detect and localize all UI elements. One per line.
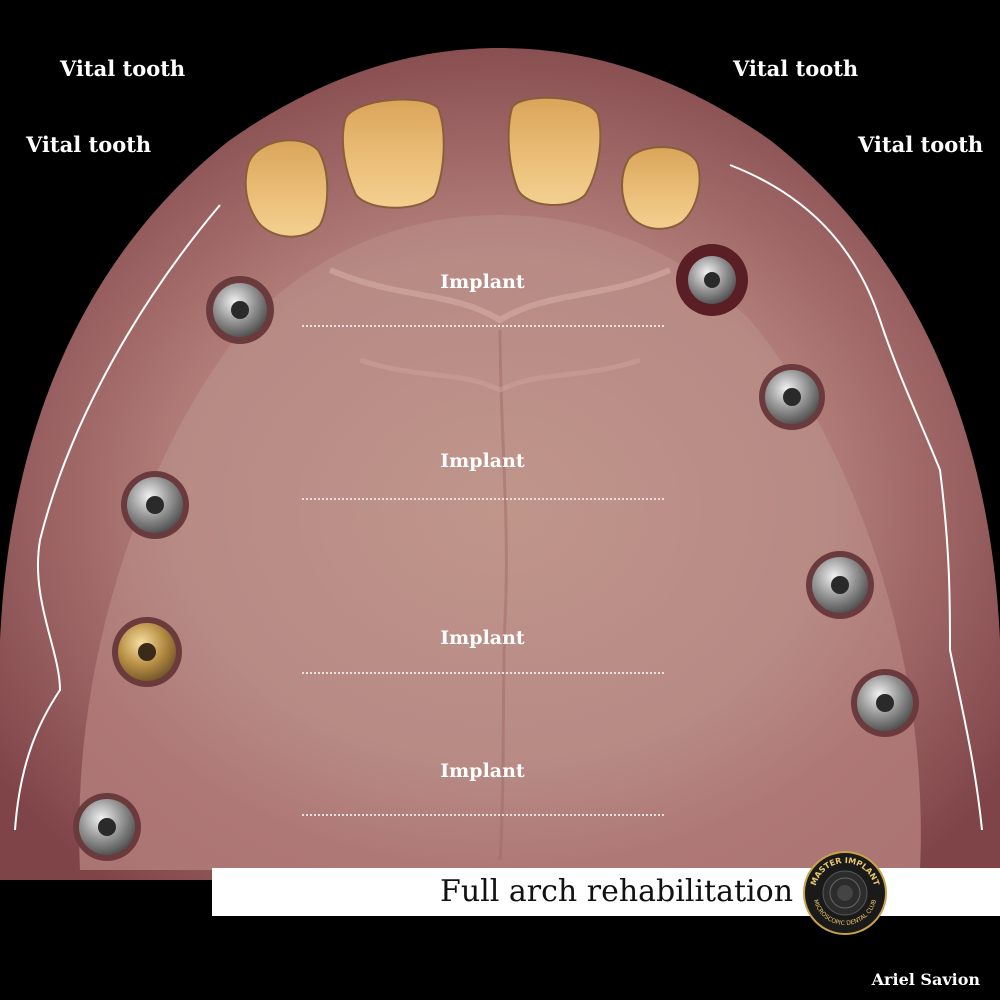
implant-abutment xyxy=(806,551,874,619)
label-implant-1: Implant xyxy=(440,271,525,293)
implant-abutment-gold xyxy=(112,617,182,687)
implant-abutment xyxy=(121,471,189,539)
label-implant-3: Implant xyxy=(440,627,525,649)
label-vital-tooth-mid-right: Vital tooth xyxy=(858,132,984,157)
label-vital-tooth-top-left: Vital tooth xyxy=(60,56,186,81)
tooth-left-lateral xyxy=(244,139,329,238)
implant-abutment xyxy=(73,793,141,861)
dotted-divider xyxy=(302,498,664,500)
tooth-left-central xyxy=(341,98,445,209)
palate xyxy=(79,215,921,870)
arch-outline-right xyxy=(729,164,983,831)
label-vital-tooth-top-right: Vital tooth xyxy=(733,56,859,81)
banner-title: Full arch rehabilitation xyxy=(440,874,794,909)
tooth-right-central xyxy=(507,96,602,206)
dotted-divider xyxy=(302,672,664,674)
label-vital-tooth-mid-left: Vital tooth xyxy=(26,132,152,157)
implants xyxy=(73,244,919,861)
implant-abutment xyxy=(851,669,919,737)
implant-abutment xyxy=(759,364,825,430)
master-implant-logo: MASTER IMPLANT MICROSCOPIC DENTAL CLUB xyxy=(803,851,887,935)
label-implant-2: Implant xyxy=(440,450,525,472)
label-implant-4: Implant xyxy=(440,760,525,782)
teeth xyxy=(244,96,701,238)
arch-outline-left xyxy=(14,204,221,831)
author-credit: Ariel Savion xyxy=(871,970,980,989)
implant-abutment xyxy=(676,244,748,316)
implant-abutment xyxy=(206,276,274,344)
dotted-divider xyxy=(302,325,664,327)
tooth-right-lateral xyxy=(621,146,701,230)
dotted-divider xyxy=(302,814,664,816)
